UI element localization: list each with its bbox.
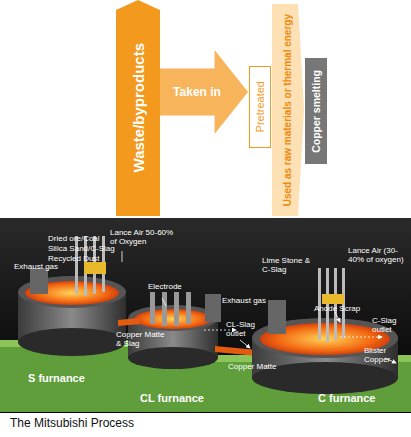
part-label: Electrode <box>148 282 198 291</box>
part-label: Copper Matte <box>228 362 288 371</box>
part-label: Anode Scrap <box>314 304 364 313</box>
part-label: Dried ore/Coal <box>48 234 118 243</box>
part-label: Lance Air 50-60% of Oxygen <box>110 228 182 246</box>
part-label: Recycled Dust <box>48 254 118 263</box>
part-label: Exhaust gas <box>14 262 74 271</box>
furnace-name: S furnance <box>28 372 118 384</box>
part-label: Blister Copper <box>364 346 408 364</box>
node-text: Pretreated <box>254 81 267 132</box>
part-label: C-Slag outlet <box>372 316 408 334</box>
node-text: Used as raw materials or thermal energy <box>282 14 294 206</box>
launder <box>118 318 140 326</box>
process-box: Pretreated <box>249 66 271 148</box>
node-text: Waste/byproducts <box>130 43 147 172</box>
part-label: Lime Stone & C-Slag <box>262 256 318 274</box>
input-banner: Waste/byproducts <box>116 0 160 216</box>
s-furnace <box>18 236 126 356</box>
part-label: Lance Air (30-40% of oxygen) <box>348 246 408 264</box>
dark-background <box>0 218 411 413</box>
caption: The Mitsubishi Process <box>10 416 134 430</box>
flow-arrow: Taken in <box>160 50 248 134</box>
launder <box>215 346 258 356</box>
part-label: CL-Slag outlet <box>226 320 266 338</box>
node-text: Taken in <box>173 85 221 99</box>
process-box: Copper smelting <box>305 58 327 164</box>
flow-band: Used as raw materials or thermal energy <box>272 4 304 216</box>
leader-lines <box>122 251 396 363</box>
node-text: Copper smelting <box>310 70 323 153</box>
furnace-name: CL furnance <box>140 392 230 404</box>
furnace-name: C furnance <box>318 392 408 404</box>
part-label: Copper Matte & Slag <box>116 330 166 348</box>
part-label: Exhaust gas <box>222 296 272 305</box>
